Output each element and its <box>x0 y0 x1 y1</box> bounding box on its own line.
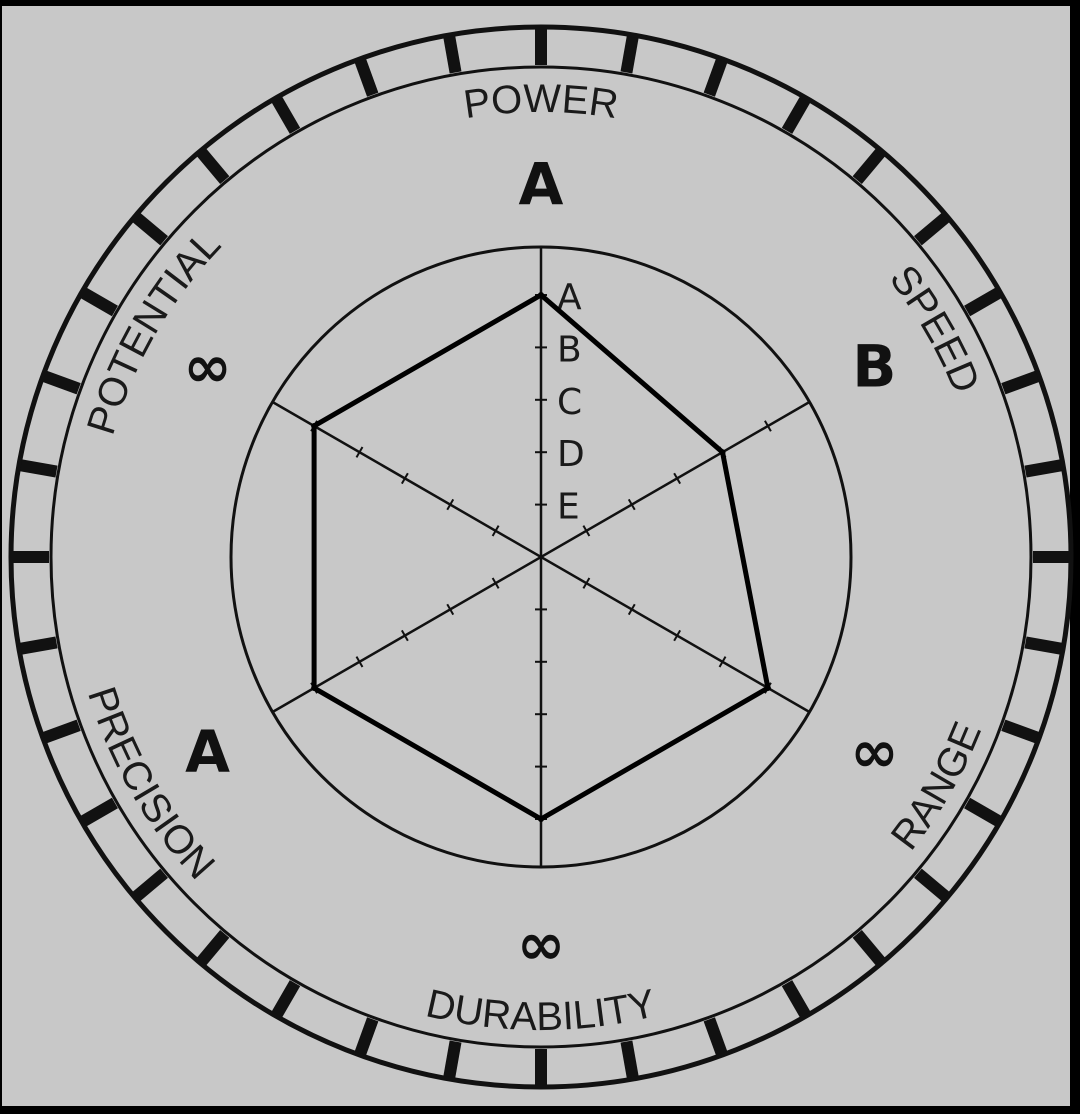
axis-tick <box>673 472 682 485</box>
scale-label-d: D <box>557 434 585 475</box>
axis-tick <box>491 525 500 537</box>
axis-tick <box>764 420 772 432</box>
axis-tick <box>582 577 591 589</box>
bezel-tick <box>1024 459 1063 478</box>
axis-line <box>271 400 811 714</box>
grade-label-durability: ∞ <box>517 910 565 978</box>
bezel-tick <box>132 213 168 246</box>
data-point <box>764 685 771 691</box>
category-label-text: POWER <box>461 77 621 127</box>
bezel-tick <box>1024 636 1063 655</box>
bezel-tick <box>354 58 379 97</box>
axis-tick <box>582 525 591 537</box>
bezel-tick <box>80 287 118 317</box>
bezel-tick <box>914 213 950 246</box>
axis-tick <box>355 656 364 668</box>
axis-tick <box>446 603 455 616</box>
chart-background <box>2 6 1070 1106</box>
grade-label-range: ∞ <box>850 718 898 786</box>
bezel-tick <box>80 797 118 827</box>
scale-label-e: E <box>557 487 580 528</box>
axis-tick <box>400 629 409 642</box>
bezel-tick <box>19 636 58 655</box>
bezel-tick <box>620 35 639 74</box>
data-point <box>311 423 318 429</box>
bezel-tick <box>443 1040 462 1079</box>
bezel-tick <box>42 370 81 395</box>
axis-tick <box>673 629 682 642</box>
grade-label-potential: ∞ <box>183 333 231 401</box>
bezel-tick <box>271 96 301 134</box>
bezel-tick <box>964 797 1002 827</box>
category-label-power: POWER <box>461 77 621 127</box>
axis-tick <box>491 577 500 589</box>
scale-label-b: B <box>557 329 582 370</box>
bezel-tick <box>781 96 811 134</box>
bezel-tick <box>914 868 950 901</box>
data-point <box>538 816 544 822</box>
bezel-tick <box>620 1040 639 1079</box>
bezel-tick <box>354 1017 379 1056</box>
grade-label-precision: A <box>185 718 230 786</box>
bezel-tick <box>19 459 58 478</box>
axis-tick <box>627 498 636 511</box>
data-point <box>719 449 726 456</box>
bezel-tick <box>197 930 230 966</box>
bezel-tick <box>781 980 811 1018</box>
bezel-tick <box>852 930 885 966</box>
bezel-tick <box>1001 370 1040 395</box>
scale-label-c: C <box>557 382 582 423</box>
grade-label-power: A <box>519 150 564 218</box>
bezel-tick <box>132 868 168 901</box>
bezel-tick <box>271 980 301 1018</box>
data-point <box>311 685 318 691</box>
axis-tick <box>446 498 455 511</box>
bezel-tick <box>703 58 728 97</box>
bezel-tick <box>1001 719 1040 744</box>
bezel-tick <box>197 148 230 184</box>
axis-tick <box>718 656 727 668</box>
bezel-tick <box>703 1017 728 1056</box>
bezel-tick <box>443 35 462 74</box>
axis-tick <box>627 603 636 616</box>
axis-tick <box>400 472 409 485</box>
grade-label-speed: B <box>852 333 896 401</box>
bezel-tick <box>852 148 885 184</box>
data-point <box>538 292 544 298</box>
inner-ring <box>49 65 1033 1049</box>
bezel-tick <box>964 287 1002 317</box>
outer-ring <box>8 24 1074 1090</box>
bezel-tick <box>42 719 81 744</box>
axis-tick <box>355 446 364 458</box>
